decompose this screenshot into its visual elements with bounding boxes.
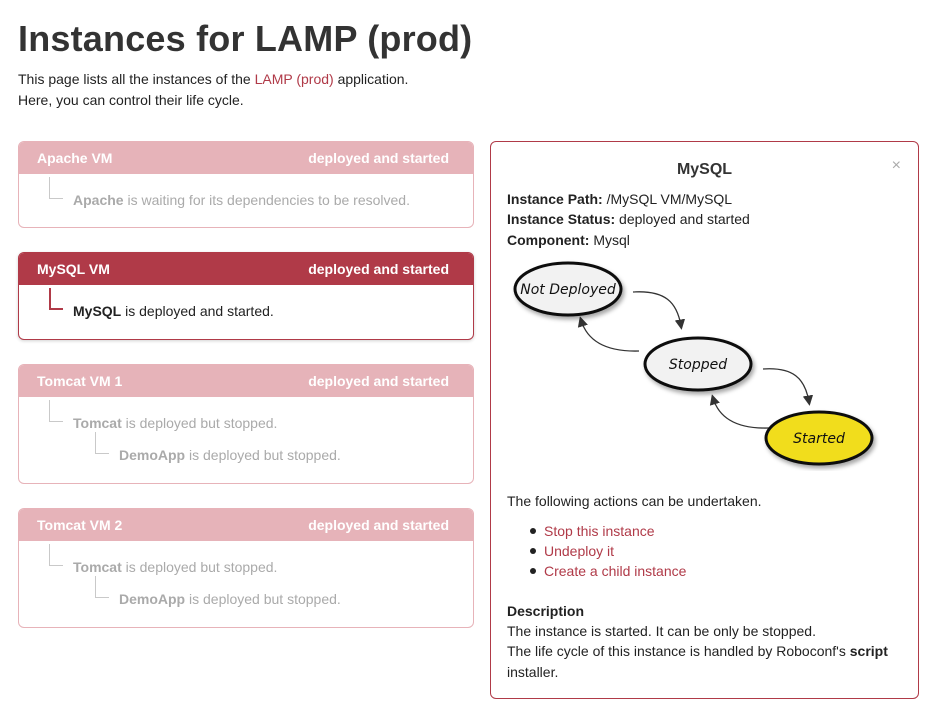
instance-component: Component: Mysql <box>507 232 630 248</box>
vm-status: deployed and started <box>308 150 449 166</box>
arrow-start <box>762 368 814 406</box>
instance-details-panel: × MySQL Instance Path: /MySQL VM/MySQL I… <box>490 141 919 699</box>
vm-name: Tomcat VM 2 <box>37 517 123 533</box>
vm-card-apache[interactable]: Apache VM deployed and started Apache is… <box>18 141 474 228</box>
arrow-stop <box>709 394 770 429</box>
vm-name: Tomcat VM 1 <box>37 373 123 389</box>
tree-connector <box>95 576 109 598</box>
vm-header[interactable]: Apache VM deployed and started <box>19 142 473 174</box>
vm-card-tomcat-2[interactable]: Tomcat VM 2 deployed and started Tomcat … <box>18 508 474 628</box>
state-stopped <box>643 336 753 392</box>
arrow-undeploy <box>577 316 640 352</box>
undeploy-link[interactable]: Undeploy it <box>544 543 615 559</box>
instance-status: Instance Status: deployed and started <box>507 211 750 227</box>
description-line: The instance is started. It can be only … <box>507 623 816 639</box>
description-line: installer. <box>507 664 559 680</box>
actions-intro: The following actions can be undertaken. <box>507 493 762 509</box>
tree-connector <box>49 400 63 422</box>
close-icon[interactable]: × <box>891 157 901 174</box>
instance-path: Instance Path: /MySQL VM/MySQL <box>507 191 733 207</box>
page-title: Instances for LAMP (prod) <box>18 18 473 59</box>
actions-list: Stop this instance Undeploy it Create a … <box>530 521 686 581</box>
details-title: MySQL <box>676 161 733 178</box>
instance-demoapp[interactable]: DemoApp is deployed but stopped. <box>119 591 341 607</box>
vm-header[interactable]: Tomcat VM 2 deployed and started <box>19 509 473 541</box>
state-not-deployed <box>513 261 623 317</box>
instance-demoapp[interactable]: DemoApp is deployed but stopped. <box>119 447 341 463</box>
description-label: Description <box>507 603 585 619</box>
vm-status: deployed and started <box>308 261 449 277</box>
vm-header[interactable]: MySQL VM deployed and started <box>19 253 473 285</box>
page-intro: This page lists all the instances of the… <box>18 71 409 108</box>
state-label: Not Deployed <box>520 282 616 298</box>
instance-mysql[interactable]: MySQL is deployed and started. <box>73 303 274 319</box>
vm-status: deployed and started <box>308 517 449 533</box>
state-label: Stopped <box>669 357 727 373</box>
instance-tomcat[interactable]: Tomcat is deployed but stopped. <box>73 415 278 431</box>
vm-status: deployed and started <box>308 373 449 389</box>
state-started <box>764 410 874 466</box>
instance-apache[interactable]: Apache is waiting for its dependencies t… <box>73 192 410 208</box>
list-item: Stop this instance <box>530 521 686 541</box>
arrow-deploy <box>632 291 686 330</box>
vm-card-tomcat-1[interactable]: Tomcat VM 1 deployed and started Tomcat … <box>18 364 474 484</box>
tree-connector <box>49 177 63 199</box>
state-label: Started <box>793 431 845 447</box>
vm-name: MySQL VM <box>37 261 110 277</box>
instance-tomcat[interactable]: Tomcat is deployed but stopped. <box>73 559 278 575</box>
tree-connector <box>49 544 63 566</box>
description-line: The life cycle of this instance is handl… <box>507 643 888 659</box>
tree-connector <box>49 288 63 310</box>
vm-card-mysql[interactable]: MySQL VM deployed and started MySQL is d… <box>18 252 474 340</box>
vm-header[interactable]: Tomcat VM 1 deployed and started <box>19 365 473 397</box>
stop-instance-link[interactable]: Stop this instance <box>544 523 655 539</box>
list-item: Create a child instance <box>530 561 686 581</box>
lifecycle-diagram: Not Deployed Stopped Started <box>513 261 874 466</box>
application-link[interactable]: LAMP (prod) <box>254 71 334 87</box>
create-child-instance-link[interactable]: Create a child instance <box>544 563 687 579</box>
tree-connector <box>95 432 109 454</box>
vm-name: Apache VM <box>37 150 113 166</box>
list-item: Undeploy it <box>530 541 686 561</box>
